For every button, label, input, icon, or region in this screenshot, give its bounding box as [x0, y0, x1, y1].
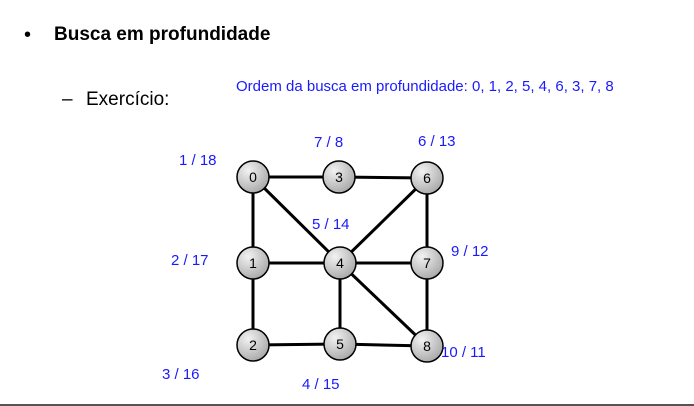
node-label: 3	[335, 169, 343, 185]
node-circle	[322, 160, 356, 194]
discovery-finish-time-7: 9 / 12	[451, 243, 489, 260]
graph-node-6: 6	[410, 161, 444, 195]
node-circle	[236, 246, 270, 280]
edge-0-4	[251, 175, 342, 265]
node-circle	[323, 246, 357, 280]
node-label: 7	[423, 255, 431, 271]
node-circle	[323, 327, 357, 361]
node-circle	[236, 328, 270, 362]
node-label: 4	[336, 255, 344, 271]
slide-title: Busca em profundidade	[54, 24, 271, 45]
node-label: 5	[336, 336, 344, 352]
graph-node-3: 3	[322, 160, 356, 194]
discovery-finish-time-8: 10 / 11	[441, 344, 486, 361]
graph-node-8: 8	[410, 329, 444, 363]
node-label: 6	[423, 170, 431, 186]
discovery-finish-time-6: 6 / 13	[418, 133, 456, 150]
bottom-rule	[0, 404, 694, 406]
discovery-finish-time-4: 5 / 14	[312, 216, 350, 233]
discovery-finish-time-3: 7 / 8	[314, 134, 343, 151]
node-circle	[410, 161, 444, 195]
graph-node-0: 0	[236, 160, 270, 194]
node-label: 0	[249, 169, 257, 185]
graph-node-5: 5	[323, 327, 357, 361]
node-label: 2	[249, 337, 257, 353]
discovery-finish-time-0: 1 / 18	[179, 152, 217, 169]
bullet-marker: •	[24, 24, 32, 46]
graph-node-1: 1	[236, 246, 270, 280]
time-label-layer: 1 / 18 7 / 8 6 / 13 2 / 17 5 / 14 9 / 12 3 / 1…	[162, 133, 489, 393]
node-circle	[410, 246, 444, 280]
node-circle	[410, 329, 444, 363]
node-layer: 0 3 6 1 4 7 2 5 8	[236, 160, 444, 363]
discovery-finish-time-5: 4 / 15	[302, 376, 340, 393]
edge-4-6	[338, 176, 429, 265]
discovery-finish-time-1: 2 / 17	[171, 252, 209, 269]
edge-4-8	[338, 261, 429, 348]
search-order-text: Ordem da busca em profundidade: 0, 1, 2,…	[236, 78, 614, 95]
node-circle	[236, 160, 270, 194]
discovery-finish-time-2: 3 / 16	[162, 366, 200, 383]
exercise-label: Exercício:	[86, 89, 170, 110]
sub-bullet-dash: –	[62, 89, 73, 110]
node-label: 1	[249, 255, 257, 271]
graph-node-4: 4	[323, 246, 357, 280]
node-label: 8	[423, 338, 431, 354]
graph-node-7: 7	[410, 246, 444, 280]
graph-node-2: 2	[236, 328, 270, 362]
